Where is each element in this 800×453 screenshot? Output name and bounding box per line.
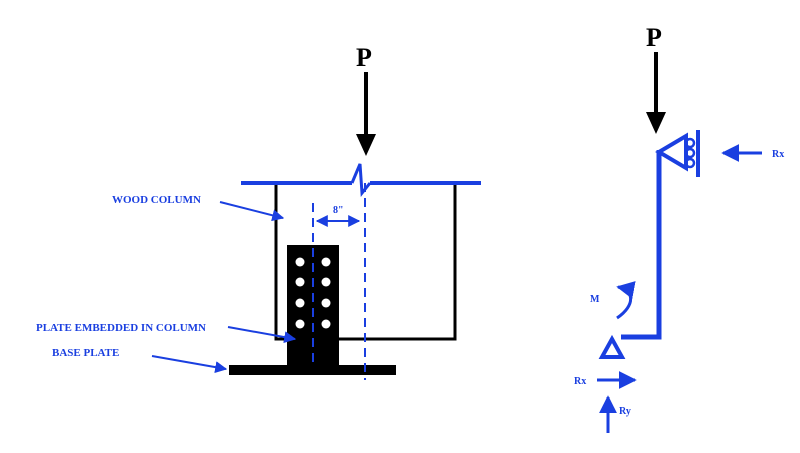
roller-circle (684, 137, 696, 149)
roller-circle (684, 157, 696, 169)
bottom-ry-label: Ry (619, 406, 631, 417)
moment-label: M (590, 294, 600, 305)
left-load-arrow-head (356, 134, 376, 156)
plate-leader (227, 326, 297, 344)
dimension-label: 8" (333, 205, 344, 216)
bolt-hole (321, 319, 331, 329)
free-body-diagram: P Rx M Rx Ry (574, 23, 784, 433)
bolt-hole (295, 257, 305, 267)
bolt-group (295, 257, 331, 329)
moment-arrow (616, 281, 636, 320)
column-break-symbol (350, 163, 372, 197)
column-member (621, 150, 662, 340)
roller-circle (684, 147, 696, 159)
plate-label: PLATE EMBEDDED IN COLUMN (36, 322, 206, 334)
bolt-hole (295, 319, 305, 329)
right-load-arrow-head (646, 112, 666, 134)
pin-support-triangle (598, 334, 626, 359)
wood-column-leader (219, 201, 285, 222)
roller-support-triangle (655, 132, 688, 172)
bolt-hole (321, 257, 331, 267)
bolt-hole (321, 298, 331, 308)
bolt-hole (295, 298, 305, 308)
wood-column-label: WOOD COLUMN (112, 194, 201, 206)
left-column-detail: P 8" WOOD COLUMN (36, 43, 481, 380)
left-load-label: P (356, 43, 372, 72)
base-plate (229, 365, 396, 375)
top-rx-label: Rx (772, 149, 784, 160)
bolt-hole (321, 277, 331, 287)
base-plate-leader (151, 355, 228, 374)
bolt-hole (295, 277, 305, 287)
right-load-label: P (646, 23, 662, 52)
base-plate-label: BASE PLATE (52, 347, 119, 359)
bottom-rx-label: Rx (574, 376, 586, 387)
